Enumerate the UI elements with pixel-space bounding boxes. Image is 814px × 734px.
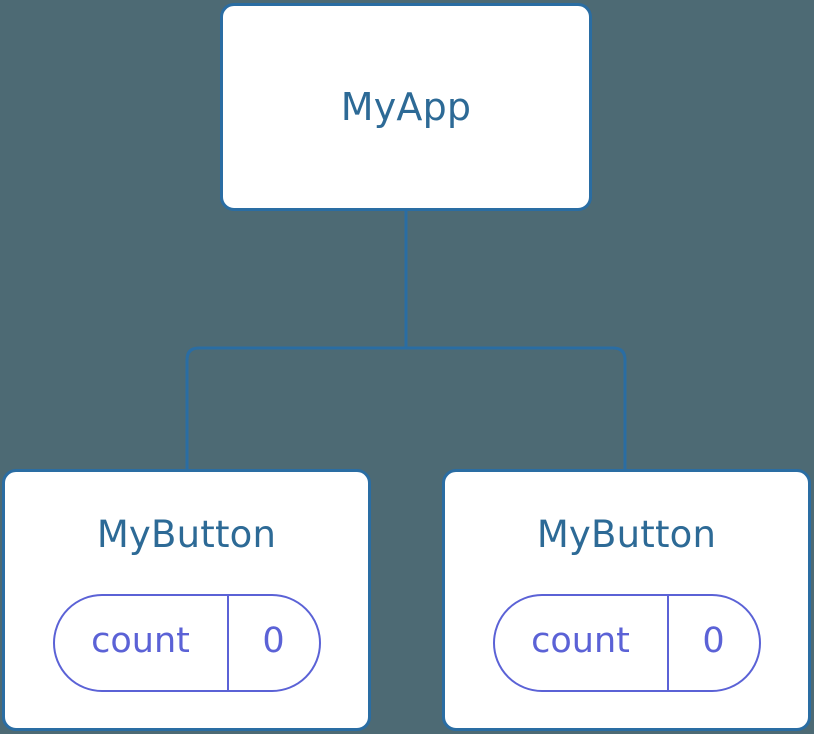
node-mybutton-1[interactable]: MyButton count 0 [2,469,371,731]
state-value: 0 [226,596,319,690]
node-mybutton-2[interactable]: MyButton count 0 [442,469,811,731]
edge-branch-right [406,346,627,471]
state-key: count [531,621,630,661]
node-title: MyButton [96,513,277,556]
node-title: MyApp [340,85,472,129]
state-pill[interactable]: count 0 [492,594,761,692]
state-value: 0 [666,596,759,690]
node-title: MyButton [536,513,717,556]
state-pill[interactable]: count 0 [52,594,321,692]
node-myapp[interactable]: MyApp [220,3,592,211]
state-key: count [91,621,190,661]
edge-branch-left [185,346,406,471]
